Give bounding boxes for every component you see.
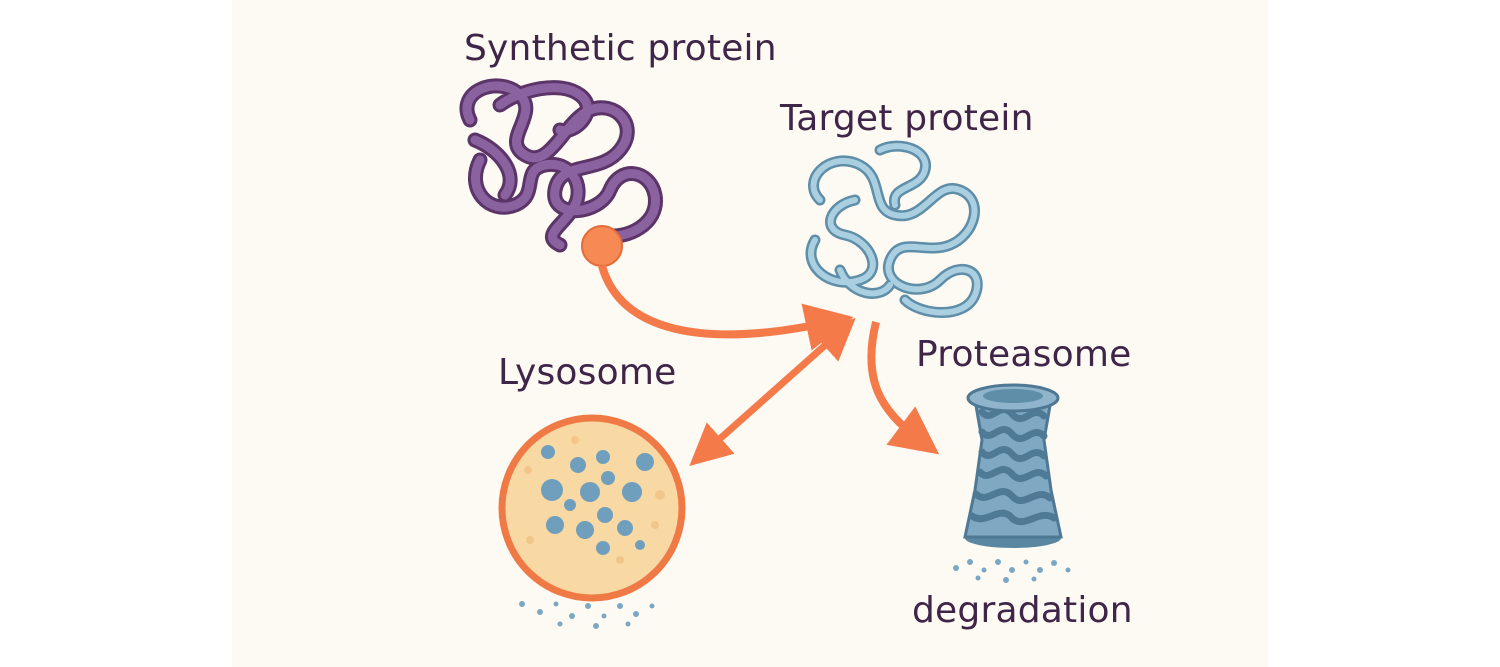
target-protein-label: Target protein bbox=[780, 98, 1034, 139]
proteasome-label: Proteasome bbox=[916, 334, 1132, 375]
target-protein-icon bbox=[805, 140, 983, 318]
lysosome-icon bbox=[498, 414, 686, 602]
synthetic-protein-icon bbox=[459, 78, 663, 253]
linker-node bbox=[581, 225, 623, 267]
arrow-target-lysosome bbox=[689, 318, 856, 466]
arrow-synthetic-to-target bbox=[598, 264, 854, 351]
proteasome-icon bbox=[963, 383, 1063, 548]
proteasome-particles bbox=[953, 559, 1071, 583]
synthetic-protein-label: Synthetic protein bbox=[464, 28, 777, 69]
lysosome-label: Lysosome bbox=[498, 352, 677, 393]
degradation-label: degradation bbox=[912, 590, 1133, 631]
lysosome-particles bbox=[519, 601, 655, 629]
arrow-target-to-proteasome bbox=[867, 321, 940, 455]
